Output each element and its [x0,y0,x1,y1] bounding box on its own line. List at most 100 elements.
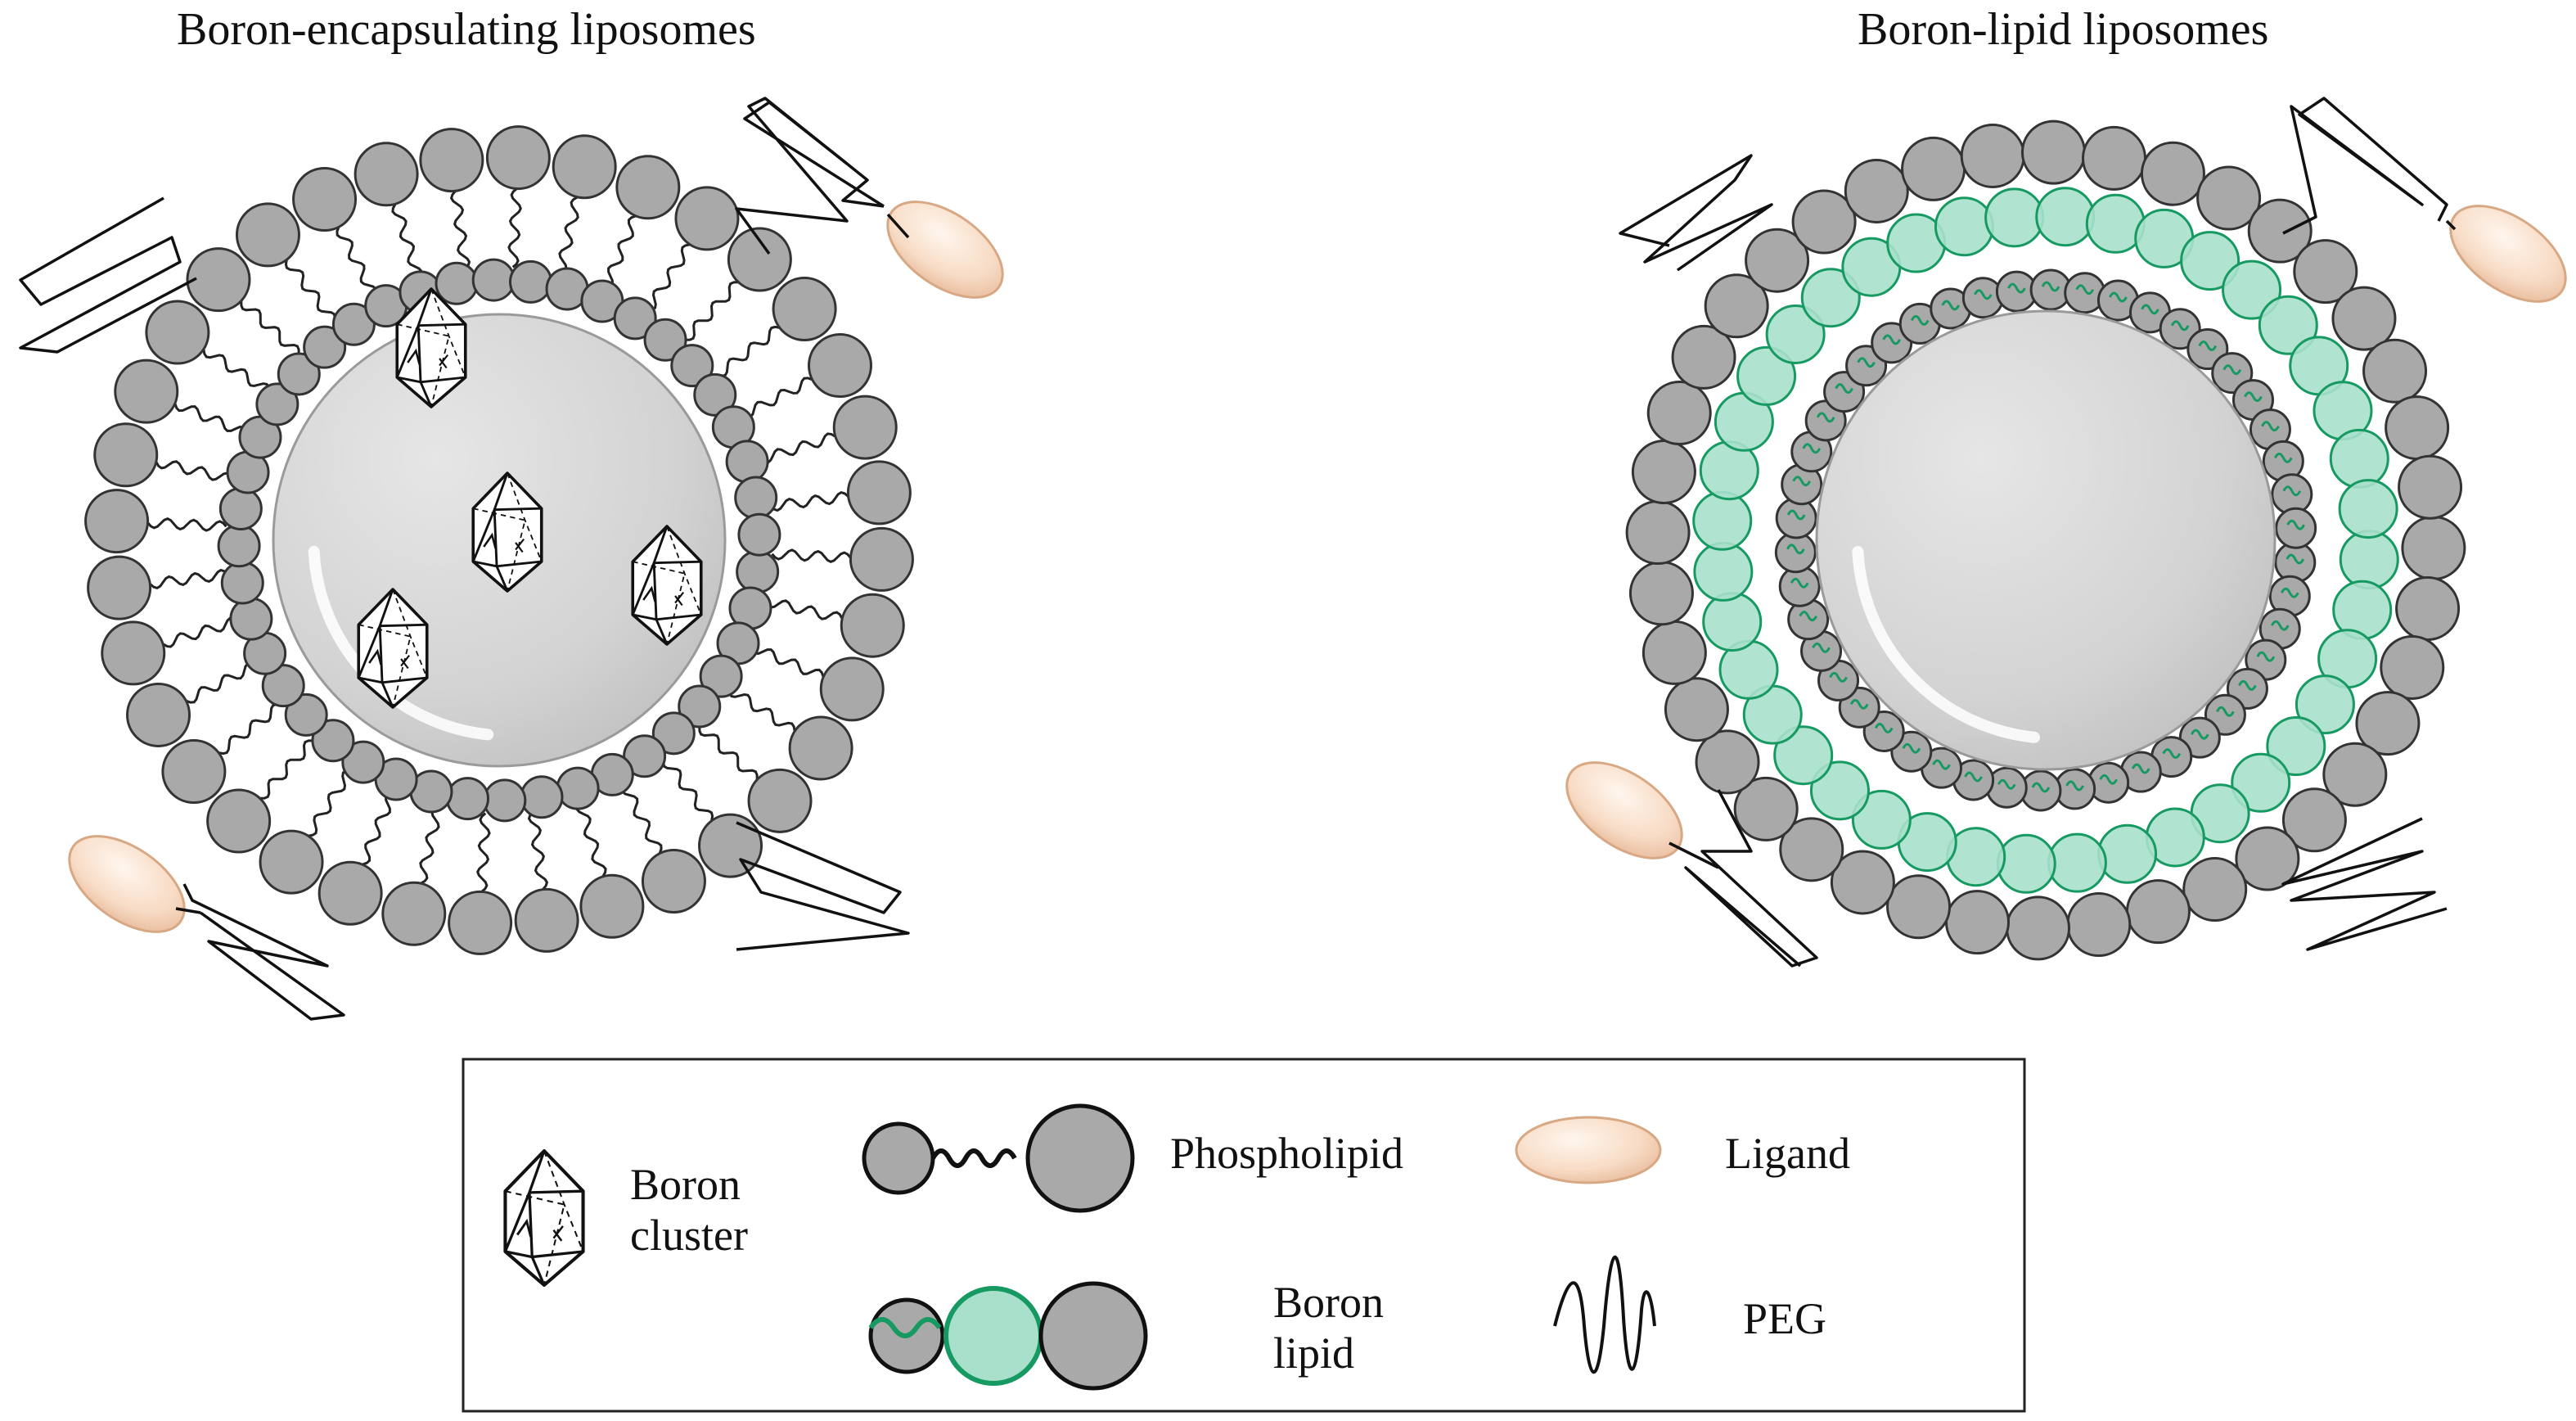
outer-lipid-head [1646,381,1712,446]
peg-chain [743,101,885,208]
boron-lipid-tail [1849,698,1869,710]
outer-lipid-head [419,128,484,193]
peg-chain [175,907,201,914]
ligand-peg-group [19,97,2567,1021]
lipid-tail [764,599,844,620]
outer-lipid-head [2196,165,2262,231]
outer-lipid-head [2385,395,2450,461]
lipid-tail [662,758,714,822]
outer-lipid-head [807,333,872,399]
peg-chain [2281,817,2448,951]
inner-lipid-head [217,524,261,568]
boron-lipid-head [1702,592,1763,652]
outer-lipid-head [161,739,227,805]
ligand [886,201,1004,299]
outer-lipid-head [93,422,159,488]
lipid-tail [185,661,257,704]
outer-lipid-head [2398,454,2463,520]
inner-lipid-head [435,261,479,305]
outer-lipid-head [1945,890,2011,955]
lipid-tail [391,203,423,280]
boron-lipid-tail [1882,334,1902,345]
outer-lipid-head [2395,575,2461,641]
lipid-tail [284,259,336,323]
inner-lipid-head [520,775,564,819]
legend-ligand-label: Ligand [1725,1129,1850,1178]
outer-lipid-head [1664,677,1729,742]
peg-chain [735,97,885,255]
legend-boron-cluster-label: Boron cluster [630,1160,748,1261]
boron-lipid-head [2258,295,2318,355]
inner-lipid-head [220,561,264,605]
peg-chain [182,883,345,1021]
outer-lipid-head [1844,158,1909,223]
outer-lipid-head [2081,125,2146,191]
outer-lipid-head [1791,189,1857,255]
inner-lipid-head [613,296,657,341]
outer-lipid-head [1830,850,1895,915]
lipid-tail [771,548,852,563]
ligand-icon [1515,1116,1662,1184]
lipid-tail [449,190,471,270]
boron-lipid-tail [2261,421,2280,432]
boron-lipid-tail [2065,780,2084,792]
outer-lipid-head [87,555,152,620]
legend-boron-lipid-label: Boron lipid [1273,1278,1384,1378]
right-diagram-title: Boron-lipid liposomes [1858,4,2269,55]
boron-lipid-head [2222,259,2282,320]
boron-lipid-head [1765,304,1826,364]
lipid-tail [620,783,663,855]
boron-lipid-tail [2198,341,2218,351]
outer-lipid-head [2125,879,2191,945]
boron-lipid-tail [1932,759,1951,770]
outer-lipid-head [1695,729,1760,795]
outer-lipid-head [641,848,706,914]
outer-lipid-head [101,620,166,686]
boron-lipid-tail [1792,476,1812,487]
lipid-tail [155,460,234,481]
boron-lipid-tail [2286,519,2305,530]
inner-lipid-head [445,777,489,821]
lipid-tail [741,377,813,419]
ligand [1565,761,1683,859]
outer-lipid-head [1901,136,1966,201]
boron-lipid-tail [2007,282,2026,294]
liposome-core [1815,309,2277,771]
outer-lipid-head [354,142,419,207]
boron-lipid-tail [2282,485,2302,497]
boron-lipid-tail [2075,284,2095,295]
boron-lipid-tail [2280,587,2299,598]
left-diagram-title: Boron-encapsulating liposomes [177,4,756,55]
inner-lipid-head [2275,507,2317,549]
outer-lipid-head [849,526,914,592]
boron-lipid-head [1692,490,1753,551]
lipid-tail [419,805,440,885]
boron-lipid-head [2097,823,2158,884]
lipid-tail [727,688,796,732]
inner-lipid-head [311,719,355,763]
outer-lipid-head [846,460,912,526]
outer-lipid-head [1631,440,1696,505]
boron-lipid-tail [1816,412,1835,423]
lipid-tail [759,432,836,464]
lipid-tail [750,646,825,678]
outer-lipid-head [2331,286,2397,351]
boron-lipid-tail [1790,577,1809,589]
outer-lipid-head [579,873,645,939]
boron-lipid-tail [1786,509,1806,521]
outer-lipid-head [2140,141,2205,206]
lipid-tail [162,616,239,648]
outer-lipid-head [2322,742,2388,807]
inner-lipid-head [331,302,376,346]
inner-lipid-head [670,344,714,388]
outer-lipid-head [747,768,813,833]
outer-lipid-head [727,227,792,292]
outer-lipid-head [2006,895,2071,961]
lipid-tail [476,812,491,893]
outer-lipid-head [2281,787,2347,853]
phospholipid-icon [862,1103,1135,1213]
outer-lipid-head [114,359,179,424]
outer-lipid-head [2247,198,2313,264]
outer-lipid-head [292,167,358,232]
